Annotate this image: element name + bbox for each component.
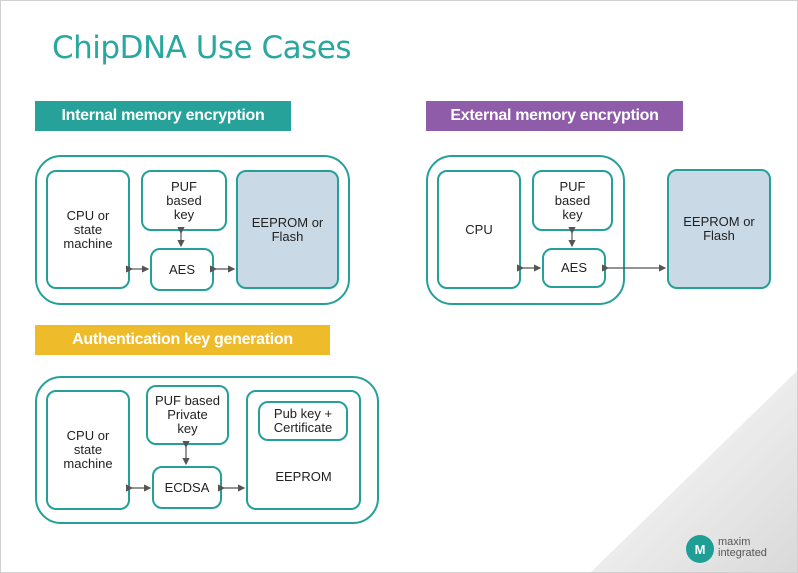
- internal-banner: Internal memory encryption: [35, 101, 291, 131]
- external-banner: External memory encryption: [426, 101, 683, 131]
- external-cpu-box: CPU: [437, 170, 521, 289]
- internal-memory-box: EEPROM or Flash: [236, 170, 339, 289]
- internal-aes-box: AES: [150, 248, 214, 291]
- auth-pubkey-box: Pub key + Certificate: [258, 401, 348, 441]
- auth-cpu-box: CPU or state machine: [46, 390, 130, 510]
- logo-line2: integrated: [718, 547, 767, 559]
- slide-title: ChipDNA Use Cases: [52, 30, 352, 66]
- maxim-mi-logo-icon: M: [686, 535, 714, 563]
- external-aes-box: AES: [542, 248, 606, 288]
- external-puf-box: PUF based key: [532, 170, 613, 231]
- internal-cpu-box: CPU or state machine: [46, 170, 130, 289]
- internal-puf-box: PUF based key: [141, 170, 227, 231]
- external-memory-box: EEPROM or Flash: [667, 169, 771, 289]
- logo-line1: maxim: [718, 536, 751, 548]
- maxim-logo-wordmark: maxim integrated: [718, 537, 767, 559]
- svg-text:M: M: [695, 542, 706, 557]
- auth-banner: Authentication key generation: [35, 325, 330, 355]
